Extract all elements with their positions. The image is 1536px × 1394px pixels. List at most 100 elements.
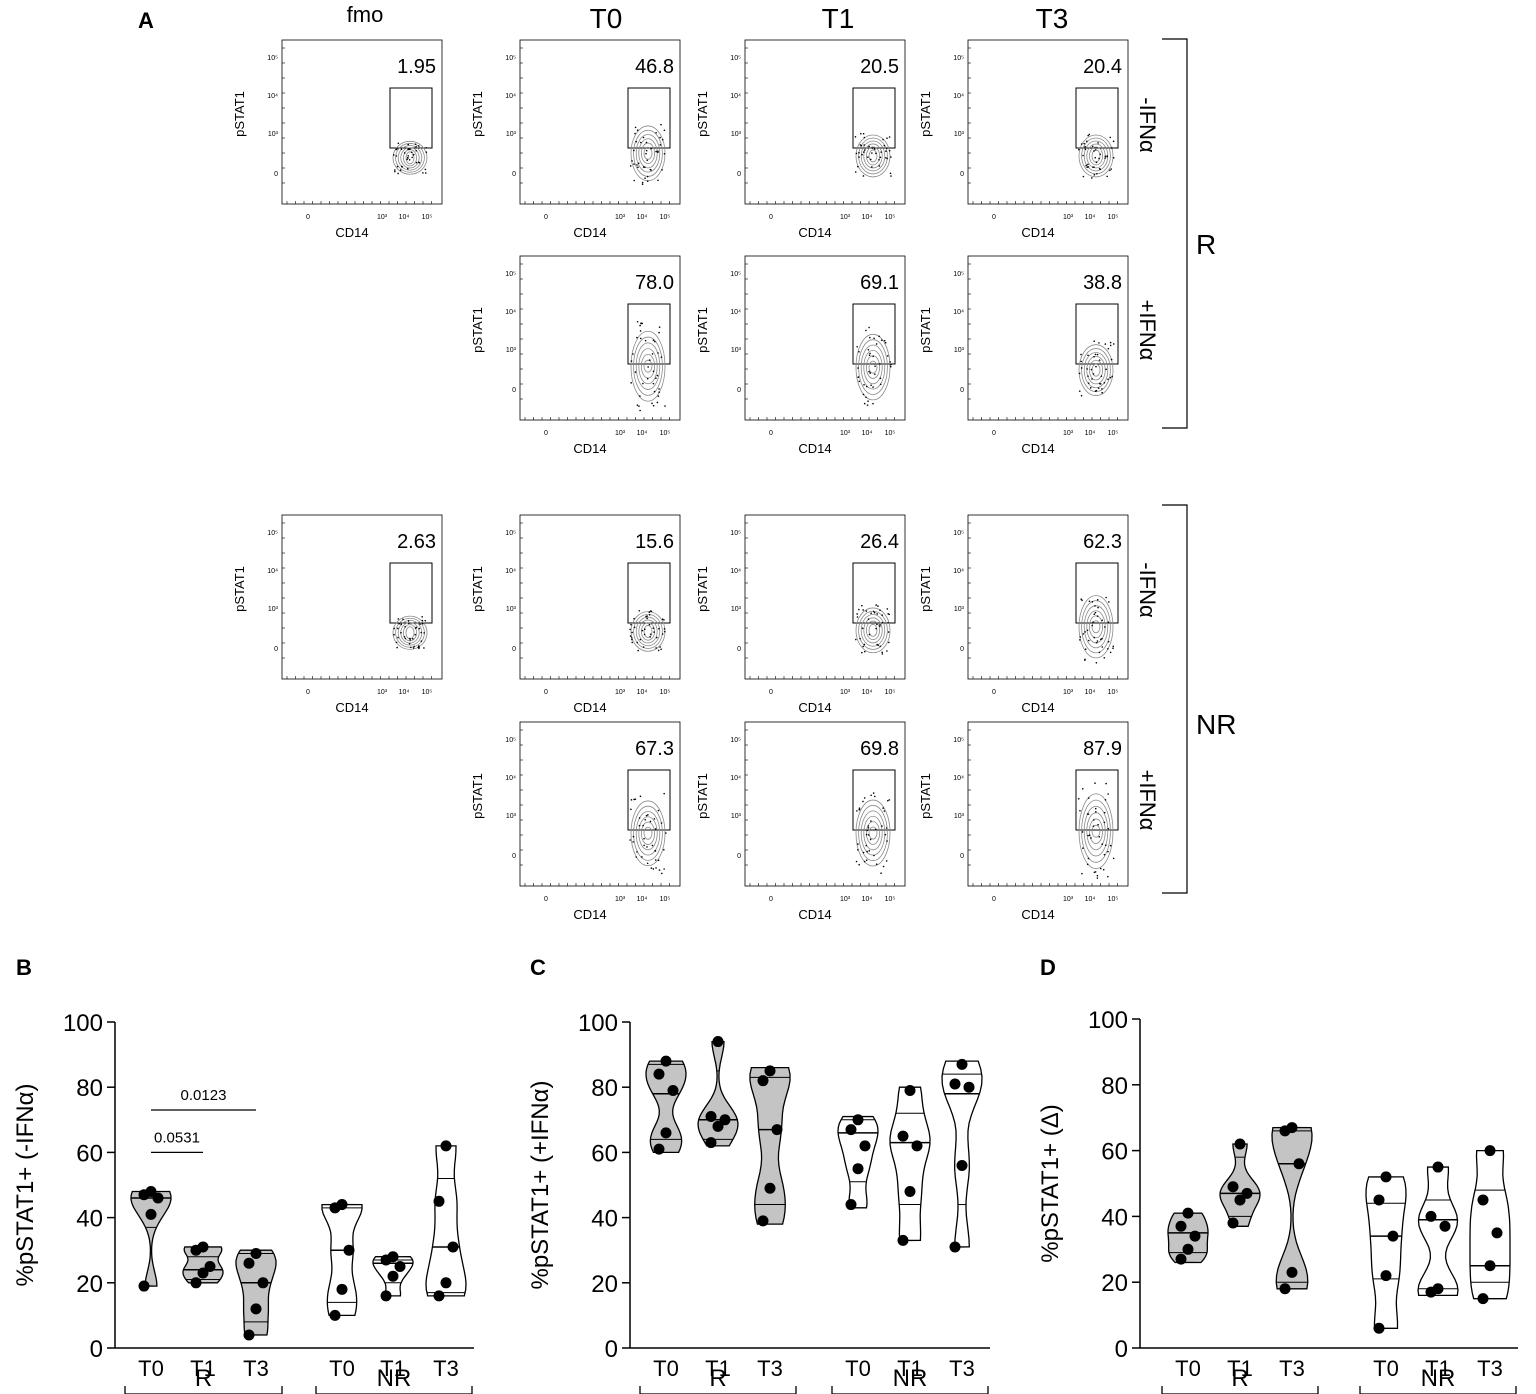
event-dot: [1093, 150, 1095, 152]
event-dot: [1106, 647, 1109, 650]
event-dot: [1093, 636, 1096, 639]
event-dot: [638, 817, 641, 819]
event-dot: [869, 158, 872, 161]
contour-line: [868, 360, 878, 374]
violin-shape: [837, 1115, 879, 1209]
event-dot: [652, 370, 655, 373]
y-tick-label: 0: [1115, 1336, 1128, 1363]
event-dot: [1107, 875, 1109, 878]
event-dot: [875, 863, 878, 866]
gate-value: 20.4: [1083, 56, 1122, 78]
event-dot: [415, 149, 417, 152]
data-point: [845, 1124, 857, 1136]
x-tick-label: 10⁵: [1108, 214, 1119, 221]
event-dot: [877, 644, 879, 647]
event-dot: [645, 814, 648, 817]
group-bracket-nr: [1162, 504, 1188, 894]
data-point: [897, 1234, 909, 1246]
event-dot: [1082, 847, 1084, 849]
x-axis-label: CD14: [798, 441, 831, 456]
event-dot: [869, 352, 871, 355]
y-axis-label: pSTAT1: [232, 566, 247, 612]
event-dot: [397, 636, 399, 639]
event-dot: [866, 850, 868, 853]
event-dot: [875, 152, 877, 155]
event-dot: [634, 132, 636, 135]
plot-frame: [519, 39, 681, 205]
data-point: [904, 1084, 916, 1096]
x-tick-label: 10³: [615, 689, 626, 696]
event-dot: [854, 136, 857, 138]
event-dot: [879, 363, 881, 365]
event-dot: [869, 336, 871, 339]
y-tick-label: 10⁵: [953, 55, 964, 62]
event-dot: [660, 123, 662, 126]
data-point: [197, 1267, 209, 1279]
event-dot: [1098, 342, 1100, 344]
data-point: [1227, 1181, 1239, 1193]
x-tick-label: 10³: [840, 214, 851, 221]
plot-frame: [744, 721, 906, 887]
event-dot: [1091, 177, 1093, 179]
group-label: R: [195, 1365, 212, 1392]
y-axis-label: pSTAT1: [695, 307, 710, 353]
data-point: [250, 1303, 262, 1315]
event-dot: [874, 373, 876, 375]
event-dot: [856, 613, 858, 615]
contour-line: [855, 333, 891, 401]
event-dot: [889, 361, 891, 363]
contour-line: [1086, 812, 1106, 851]
event-dot: [633, 626, 636, 629]
gate-box: [1075, 769, 1119, 831]
event-dot: [646, 175, 649, 178]
event-dot: [1103, 657, 1106, 659]
event-dot: [415, 145, 417, 148]
event-dot: [653, 818, 656, 820]
event-dot: [1089, 387, 1092, 389]
event-dot: [858, 608, 860, 611]
event-dot: [420, 640, 423, 642]
event-dot: [643, 844, 645, 847]
contour-line: [643, 826, 653, 840]
event-dot: [1080, 360, 1082, 363]
event-dot: [411, 156, 413, 159]
event-dot: [875, 627, 877, 630]
event-dot: [393, 633, 395, 636]
contour-line: [635, 811, 661, 856]
x-tick-label: 10⁵: [660, 430, 671, 437]
event-dot: [1078, 372, 1081, 375]
event-dot: [655, 867, 657, 869]
group-label: R: [709, 1365, 726, 1392]
event-dot: [397, 627, 399, 630]
event-dot: [1092, 825, 1095, 827]
event-dot: [1112, 157, 1115, 159]
x-tick-label: 10⁵: [422, 214, 433, 221]
event-dot: [1092, 373, 1095, 375]
event-dot: [1106, 155, 1108, 158]
y-tick-label: 0: [737, 171, 741, 178]
data-point: [394, 1261, 406, 1272]
event-dot: [1103, 811, 1106, 814]
violin-r-t0: [130, 1186, 172, 1292]
event-dot: [403, 152, 406, 154]
event-dot: [890, 175, 892, 177]
event-dot: [858, 808, 861, 811]
event-dot: [1096, 877, 1099, 879]
x-tick-label: 10⁵: [660, 214, 671, 221]
event-dot: [423, 647, 425, 649]
contour-line: [858, 137, 888, 175]
x-tick-label: T1: [897, 1356, 923, 1381]
event-dot: [415, 161, 418, 164]
contour-line: [866, 146, 881, 166]
event-dot: [1098, 359, 1101, 361]
column-header-t0: T0: [590, 3, 623, 34]
event-dot: [867, 834, 870, 836]
event-dot: [659, 144, 662, 146]
y-axis-label: pSTAT1: [232, 91, 247, 137]
event-dot: [1095, 661, 1098, 664]
event-dot: [857, 367, 859, 369]
y-tick-label: 80: [591, 1075, 618, 1102]
